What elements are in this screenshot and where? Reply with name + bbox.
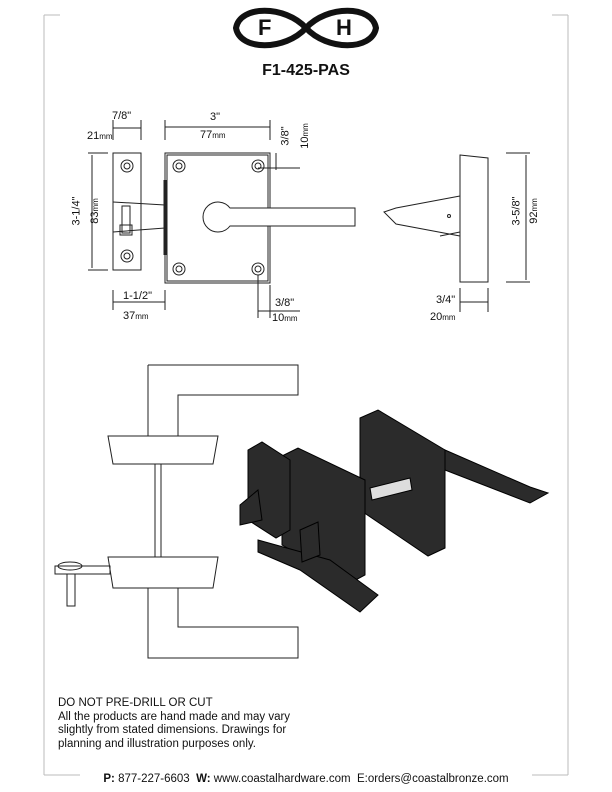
unit: mm	[300, 123, 310, 137]
dim-backset-in: 7/8"	[112, 110, 132, 122]
value: 83	[88, 211, 101, 224]
phone-label: P:	[103, 773, 115, 785]
email-link[interactable]: orders@coastalbronze.com	[367, 773, 509, 785]
dim-height-in: 3-1/4"	[70, 196, 83, 226]
notes-heading: DO NOT PRE-DRILL OR CUT	[58, 697, 213, 709]
unit: mm	[135, 312, 149, 321]
dim-width-mm: 77mm	[200, 129, 226, 141]
dim-height-mm: 83mm	[89, 198, 101, 224]
web-label: W:	[196, 773, 211, 785]
disclaimer-notes: DO NOT PRE-DRILL OR CUT All the products…	[58, 697, 290, 751]
contact-footer: P: 877-227-6603 W: www.coastalhardware.c…	[0, 773, 612, 785]
value: 37	[123, 310, 136, 322]
value: 21	[87, 130, 100, 142]
logo	[232, 7, 380, 49]
notes-line: planning and illustration purposes only.	[58, 737, 256, 750]
dim-latch-in: 1-1/2"	[123, 290, 152, 302]
front-view	[88, 120, 530, 318]
unit: mm	[212, 131, 226, 140]
value: 10	[298, 136, 311, 149]
dim-screw-side-in: 3/8"	[275, 297, 295, 309]
elevation-view	[54, 364, 299, 659]
value: 77	[200, 129, 213, 141]
value: 20	[430, 311, 443, 323]
unit: mm	[529, 198, 539, 212]
dim-width-in: 3"	[210, 111, 221, 123]
dim-backset-mm: 21mm	[87, 130, 113, 142]
dim-projection-mm: 20mm	[430, 311, 456, 323]
dim-side-height-mm: 92mm	[528, 198, 540, 224]
value: 10	[272, 312, 285, 324]
page-frame	[43, 14, 569, 776]
phone: 877-227-6603	[118, 773, 190, 785]
dim-projection-in: 3/4"	[436, 294, 456, 306]
logo-letters: F H	[236, 13, 376, 43]
unit: mm	[284, 314, 298, 323]
product-title: F1-425-PAS	[262, 62, 350, 79]
logo-letter-f: F	[258, 15, 272, 40]
email-label: E:	[356, 773, 368, 785]
unit: mm	[442, 313, 456, 322]
unit: mm	[99, 132, 113, 141]
logo-letter-h: H	[336, 15, 352, 40]
dim-latch-mm: 37mm	[123, 310, 149, 322]
dim-screw-top-mm: 10mm	[299, 123, 311, 149]
isometric-view	[239, 409, 550, 613]
notes-line: All the products are hand made and may v…	[58, 710, 291, 723]
notes-line: slightly from stated dimensions. Drawing…	[58, 724, 287, 736]
dim-side-height-in: 3-5/8"	[510, 196, 523, 226]
dim-screw-side-mm: 10mm	[272, 312, 298, 324]
dim-screw-top-in: 3/8"	[279, 126, 292, 146]
value: 92	[527, 211, 540, 224]
website-link[interactable]: www.coastalhardware.com	[213, 773, 351, 785]
unit: mm	[90, 198, 100, 212]
